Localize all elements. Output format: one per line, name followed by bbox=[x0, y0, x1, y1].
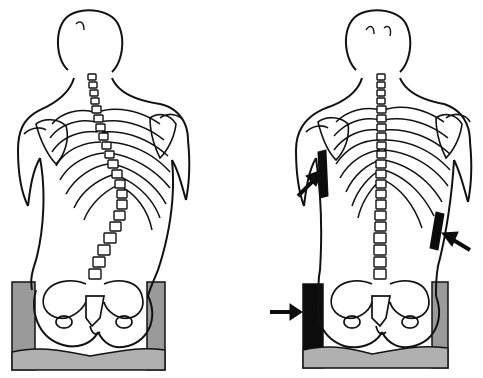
right-seat bbox=[303, 282, 448, 368]
right-spine bbox=[374, 74, 386, 279]
right-panel bbox=[270, 10, 471, 368]
arrow-icon bbox=[442, 232, 470, 250]
left-pelvis bbox=[43, 281, 143, 334]
flank-support-pad bbox=[430, 212, 444, 250]
arrow-icon bbox=[270, 304, 302, 320]
left-panel bbox=[12, 10, 189, 370]
right-ribcage bbox=[334, 107, 450, 228]
right-pelvis bbox=[331, 281, 429, 334]
right-scapulae bbox=[306, 115, 470, 160]
left-ribcage bbox=[50, 109, 170, 230]
